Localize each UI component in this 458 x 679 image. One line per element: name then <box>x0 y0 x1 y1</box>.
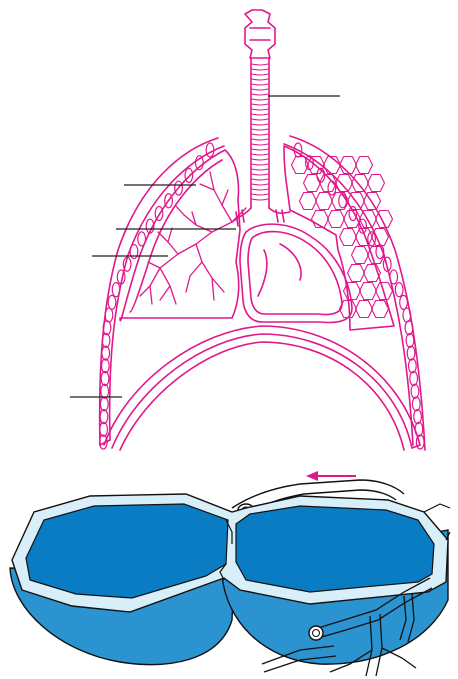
flow-arrow <box>306 471 356 481</box>
alveolus-right-lumen <box>236 506 434 592</box>
main-bronchi <box>232 208 290 226</box>
left-bronchial-tree <box>140 172 246 304</box>
larynx <box>245 10 275 58</box>
diaphragm <box>100 326 420 450</box>
alveoli-illustration <box>10 480 450 676</box>
leader-lines <box>70 96 340 397</box>
thorax-illustration <box>99 10 425 450</box>
trachea <box>251 58 269 208</box>
heart <box>240 224 352 322</box>
